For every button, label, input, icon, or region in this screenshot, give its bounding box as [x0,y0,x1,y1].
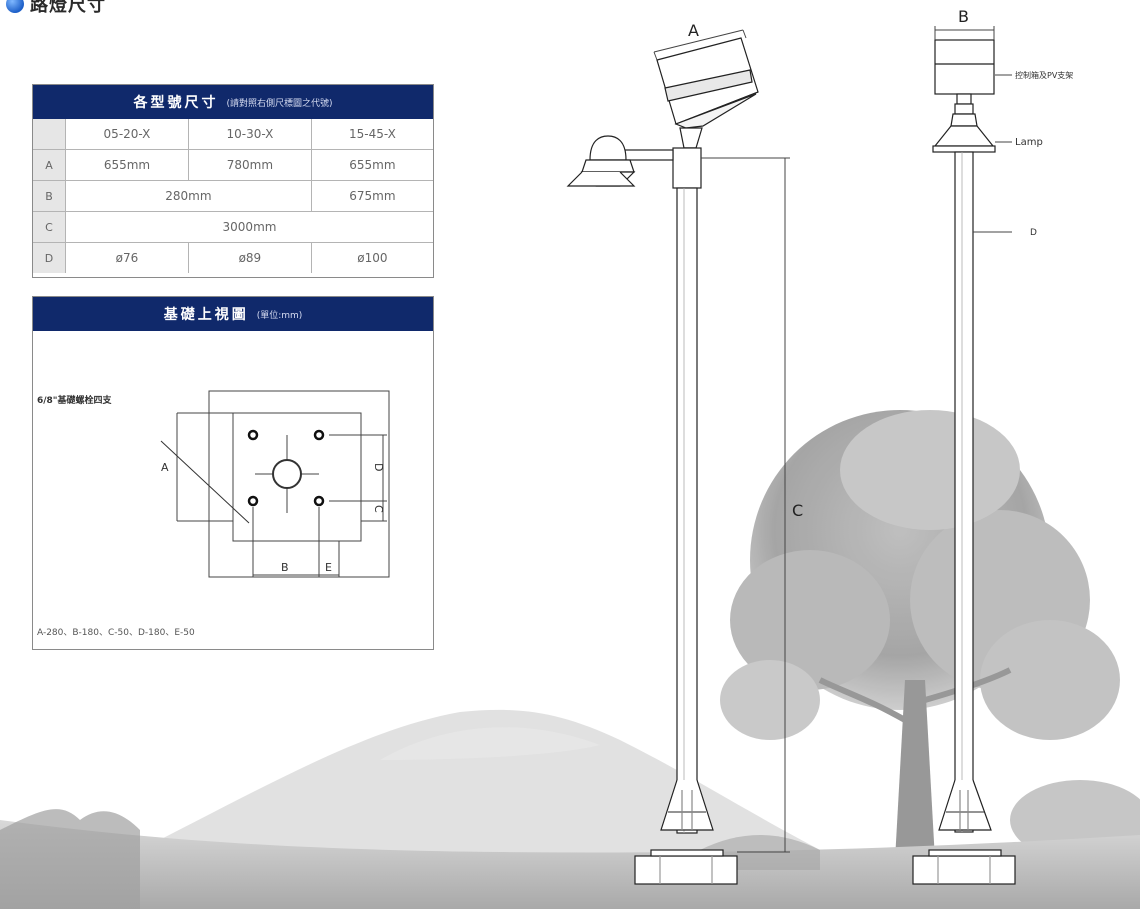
foundation-diagram: 6/8"基礎螺栓四支 A B E C D [37,390,390,578]
table-cell: 675mm [310,180,433,212]
table-cell: ø76 [65,242,189,273]
foundation-label-d: D [372,463,385,471]
dimensions-table-note: (請對照右側尺標圖之代號) [226,98,333,109]
table-row: D ø76 ø89 ø100 [33,242,433,273]
ground-background [0,820,1140,909]
dimension-c-marker [701,157,790,853]
bolt-label: 6/8"基礎螺栓四支 [37,394,113,406]
table-row: C 3000mm [33,211,433,243]
foundation-panel: 基礎上視圖 (單位:mm) [32,296,434,650]
globe-icon [6,0,24,13]
model-header: 15-45-X [310,119,433,150]
dimension-b-marker [934,26,995,40]
foundation-unit-note: (單位:mm) [256,310,303,321]
foundation-label-a: A [161,461,169,474]
table-cell: 3000mm [65,211,433,243]
table-row: A 655mm 780mm 655mm [33,149,433,181]
dimension-a-marker [653,29,747,61]
table-cell: 780mm [187,149,312,181]
foundation-label-e: E [325,561,332,574]
row-label: D [33,242,66,273]
dimensions-table-header: 各型號尺寸 (請對照右側尺標圖之代號) [33,85,433,119]
tree-background [720,410,1120,860]
control-box [934,39,995,95]
table-header-row: 05-20-X 10-30-X 15-45-X [33,119,433,150]
table-cell: 280mm [65,180,312,212]
front-view-lamp [566,37,759,885]
side-view-lamp [912,39,1016,885]
mountain-background [120,709,840,860]
model-header: 10-30-X [187,119,312,150]
row-label: C [33,211,66,243]
foundation-header: 基礎上視圖 (單位:mm) [33,297,433,331]
table-cell: ø89 [187,242,312,273]
table-row: B 280mm 675mm [33,180,433,212]
bolt-hole [313,429,325,441]
table-corner-cell [33,119,66,150]
solar-panel [656,37,759,129]
dimensions-table-panel: 各型號尺寸 (請對照右側尺標圖之代號) 05-20-X 10-30-X 15-4… [32,84,434,278]
bolt-hole [247,429,259,441]
dimension-c-label: C [792,501,803,520]
foundation-dimensions: A-280、B-180、C-50、D-180、E-50 [37,628,195,638]
table-cell: 655mm [310,149,433,181]
model-header: 05-20-X [65,119,189,150]
bolt-hole [313,495,325,507]
section-heading: 路燈尺寸 [6,0,106,16]
table-cell: ø100 [310,242,433,273]
pv-bracket-label: 控制箱及PV支架 [1015,70,1073,80]
bolt-hole [247,495,259,507]
pole-diameter-label: D [1030,228,1037,238]
dimensions-table-title: 各型號尺寸 [133,95,219,111]
dimension-b-label: B [958,7,969,26]
foundation-label-b: B [281,561,289,574]
table-cell: 655mm [65,149,189,181]
lamp-label: Lamp [1015,137,1043,148]
dimension-a-label: A [688,21,699,40]
section-title: 路燈尺寸 [30,0,106,16]
dimensions-table: 05-20-X 10-30-X 15-45-X A 655mm 780mm 65… [33,119,433,273]
row-label: A [33,149,66,181]
foundation-title: 基礎上視圖 [163,307,249,323]
lamp-shade [933,125,995,147]
foundation-label-c: C [372,505,385,513]
row-label: B [33,180,66,212]
